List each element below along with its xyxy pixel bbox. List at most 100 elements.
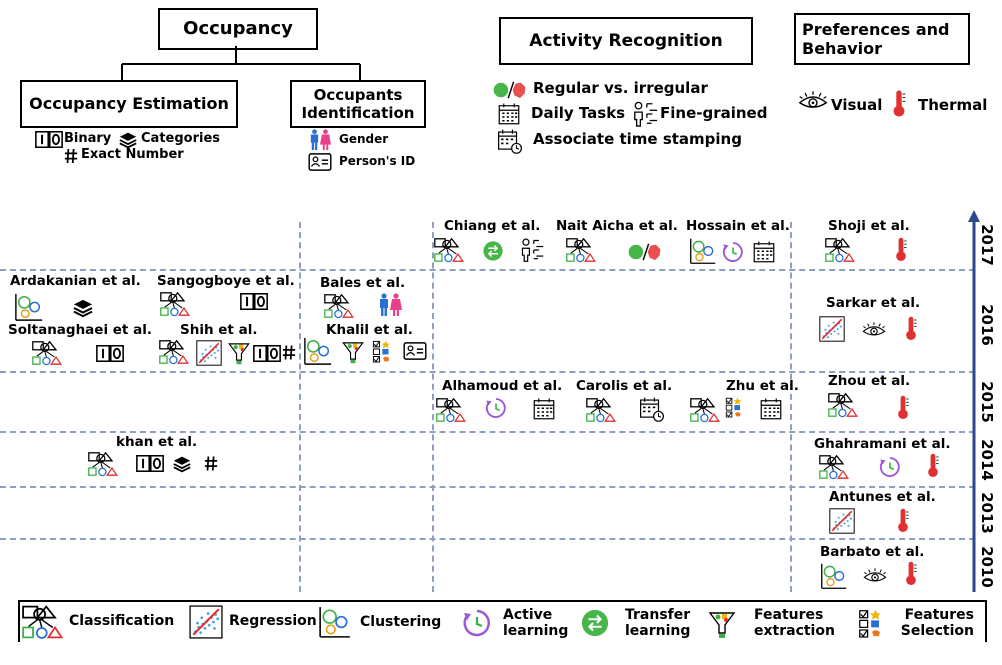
calendar-icon: [752, 240, 776, 264]
eye-icon: [798, 90, 828, 112]
legend-regression: Regression: [229, 613, 317, 629]
classification-icon: [825, 236, 857, 264]
classification-icon: [586, 396, 618, 424]
legend-clustering: Clustering: [360, 614, 442, 630]
timeline-axis: [968, 210, 980, 592]
classification-icon: [436, 396, 468, 424]
regular-irregular-icon: [626, 242, 664, 262]
author-soltanaghaei: Soltanaghaei et al.: [8, 322, 152, 338]
hash-icon: [64, 148, 78, 164]
visual-label: Visual: [831, 96, 883, 114]
clustering-icon: [689, 237, 717, 265]
occupancy-box: Occupancy: [158, 8, 318, 50]
classification-icon: [819, 453, 851, 481]
year-label: 2015: [978, 381, 996, 423]
author-chiang: Chiang et al.: [444, 218, 541, 234]
features-selection-icon: [372, 339, 394, 363]
classification-icon: [324, 292, 356, 320]
legend-features-extraction: Features extraction: [754, 607, 835, 640]
regular-irregular-label: Regular vs. irregular: [533, 79, 708, 97]
grid-line: [0, 431, 975, 433]
eye-icon: [863, 567, 887, 585]
author-bales: Bales et al.: [320, 275, 406, 291]
fine-grained-label: Fine-grained: [660, 104, 768, 122]
grid-line: [0, 538, 975, 540]
author-khalil: Khalil et al.: [326, 322, 413, 338]
clustering-icon: [14, 292, 44, 322]
calendar-icon: [759, 397, 783, 421]
grid-line: [0, 269, 975, 271]
layers-icon: [72, 298, 94, 318]
classification-icon: [160, 290, 192, 318]
binary-icon: [136, 455, 164, 472]
classification-icon: [566, 236, 598, 264]
legend-active-learning: Active learning: [503, 607, 569, 640]
layers-icon: [172, 455, 192, 473]
grid-line: [0, 371, 975, 373]
calendar-icon: [497, 102, 521, 126]
grid-line: [432, 222, 434, 592]
author-shih: Shih et al.: [180, 322, 258, 338]
regression-icon: [819, 316, 845, 342]
author-antunes: Antunes et al.: [829, 489, 936, 505]
regression-icon: [829, 508, 855, 534]
classification-icon: [32, 339, 64, 367]
year-label: 2014: [978, 439, 996, 481]
thermometer-icon: [925, 452, 941, 478]
grid-line: [299, 222, 301, 592]
binary-icon: [240, 293, 268, 310]
regression-icon: [184, 605, 228, 639]
classification-icon: [159, 338, 191, 366]
hash-icon: [204, 455, 218, 472]
author-zhou: Zhou et al.: [828, 373, 911, 389]
active-learning-icon: [460, 607, 494, 639]
year-label: 2010: [978, 546, 996, 588]
grid-line: [0, 486, 975, 488]
occupants-identification-box: Occupants Identification: [290, 80, 426, 128]
clustering-icon: [303, 336, 333, 366]
year-label: 2016: [978, 304, 996, 346]
regression-icon: [196, 340, 222, 366]
id-card-icon: [403, 342, 427, 360]
preferences-box: Preferences and Behavior: [794, 13, 970, 65]
features-extraction-icon: [706, 605, 738, 641]
binary-label: Binary: [64, 131, 112, 146]
associate-time-label: Associate time stamping: [533, 130, 742, 148]
author-zhu: Zhu et al.: [726, 378, 799, 394]
regular-irregular-icon: [491, 80, 529, 100]
classification-icon: [22, 604, 66, 640]
features-extraction-icon: [226, 338, 252, 366]
clustering-icon: [318, 605, 352, 639]
gender-label: Gender: [339, 132, 389, 146]
clustering-icon: [820, 562, 848, 590]
legend-transfer-learning: Transfer learning: [625, 607, 691, 640]
categories-label: Categories: [141, 131, 221, 146]
occupancy-tree-connector: [121, 46, 361, 82]
classification-icon: [434, 236, 466, 264]
author-barbato: Barbato et al.: [820, 544, 925, 560]
author-ardakanian: Ardakanian et al.: [10, 273, 141, 289]
thermometer-icon: [895, 507, 911, 533]
author-nait-aicha: Nait Aicha et al.: [556, 218, 678, 234]
features-selection-icon: [725, 396, 745, 418]
thermometer-icon: [895, 394, 911, 420]
thermal-label: Thermal: [918, 96, 988, 114]
id-card-icon: [308, 153, 332, 171]
calendar-clock-icon: [497, 128, 523, 154]
thermometer-icon: [890, 88, 908, 118]
features-extraction-icon: [340, 337, 366, 365]
year-label: 2013: [978, 492, 996, 534]
binary-icon: [35, 131, 63, 148]
calendar-icon: [532, 397, 556, 421]
binary-icon: [96, 345, 124, 362]
classification-icon: [828, 391, 860, 419]
author-carolis: Carolis et al.: [576, 378, 673, 394]
eye-icon: [862, 321, 886, 339]
legend-classification: Classification: [69, 613, 175, 629]
thermometer-icon: [903, 560, 919, 586]
binary-icon: [253, 345, 281, 362]
author-alhamoud: Alhamoud et al.: [442, 378, 563, 394]
activity-recognition-box: Activity Recognition: [499, 17, 753, 65]
transfer-learning-icon: [580, 608, 610, 638]
legend-features-selection: Features Selection: [900, 607, 974, 640]
